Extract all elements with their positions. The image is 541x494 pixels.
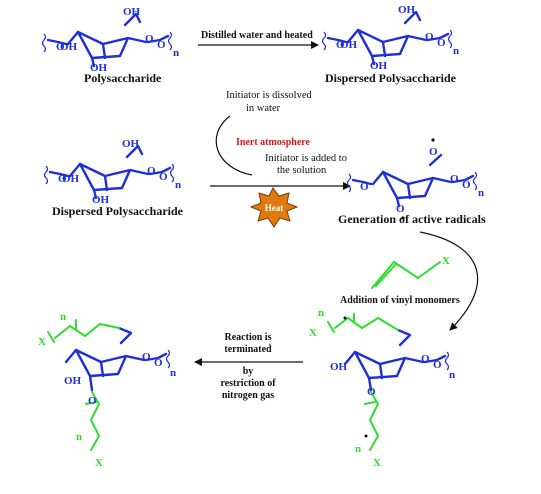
polysaccharide-wavy-bonds xyxy=(41,31,173,53)
o-label-right-3: O xyxy=(159,171,168,183)
terminated-line3: by xyxy=(243,366,254,377)
oh-label-left-3: OH xyxy=(62,173,80,185)
radical-dot-bottom xyxy=(401,216,405,220)
radical-wavy-bonds xyxy=(346,171,478,193)
n-label-graft-right-bottom: n xyxy=(355,443,361,455)
initiator-dissolved-line1: Initiator is dissolved xyxy=(226,90,312,101)
radical-dot-top xyxy=(431,138,435,142)
grafted-radical-wavy xyxy=(444,351,450,371)
x-label-monomer: X xyxy=(442,255,450,267)
oh-label-top-3: OH xyxy=(122,138,140,150)
o-label-right-1: O xyxy=(157,39,166,51)
o-label-left-2: O xyxy=(336,39,345,51)
oh-label-bottom-1: OH xyxy=(90,62,108,74)
oh-label-left-2: OH xyxy=(340,39,358,51)
ring-o-label-1: O xyxy=(145,33,154,45)
initiator-added-line1: Initiator is added to xyxy=(265,153,347,164)
terminated-line2: terminated xyxy=(224,344,272,355)
terminated-line1: Reaction is xyxy=(225,332,272,343)
grafted-radical-sugar xyxy=(343,328,447,392)
distilled-water-label: Distilled water and heated xyxy=(201,30,313,41)
arrow-add-monomer xyxy=(419,231,479,331)
n-subscript-6: n xyxy=(170,367,176,379)
initiator-dissolved-line2: in water xyxy=(246,103,281,114)
o-label-left-3: O xyxy=(58,173,67,185)
ring-o-label-6: O xyxy=(142,351,151,363)
oh-label-top-1: OH xyxy=(123,6,141,18)
addition-label: Addition of vinyl monomers xyxy=(340,295,460,306)
oh-label-bottom-3: OH xyxy=(92,194,110,206)
ring-o-label-5: O xyxy=(421,353,430,365)
graft-copolymer-wavy xyxy=(165,349,171,369)
oh-label-left-1: OH xyxy=(60,41,78,53)
dispersed-wavy-bonds xyxy=(321,29,453,51)
oh-label-top-2: OH xyxy=(398,4,416,16)
o-label-bottom-5: O xyxy=(367,386,376,398)
terminated-line4: restriction of xyxy=(220,378,276,389)
n-subscript-1: n xyxy=(173,47,179,59)
initiator-added-line2: the solution xyxy=(277,165,327,176)
polysaccharide-structure xyxy=(46,12,170,68)
x-label-graft-left-top: X xyxy=(38,336,46,348)
radical-structure xyxy=(351,153,475,208)
ring-o-label-2: O xyxy=(425,31,434,43)
graft-copolymer-chains xyxy=(47,319,120,451)
n-subscript-5: n xyxy=(449,369,455,381)
active-radicals-label: Generation of active radicals xyxy=(338,212,486,226)
ring-o-label-4: O xyxy=(450,173,459,185)
ring-o-label-3: O xyxy=(147,165,156,177)
inert-atmosphere-label: Inert atmosphere xyxy=(236,137,311,148)
n-label-graft-left-bottom: n xyxy=(76,431,82,443)
n-label-graft-left-top: n xyxy=(60,311,66,323)
oh-label-bottom-2: OH xyxy=(370,60,388,72)
o-label-right-4: O xyxy=(462,179,471,191)
polysaccharide-label: Polysaccharide xyxy=(84,71,162,85)
heat-label: Heat xyxy=(265,203,284,213)
n-subscript-4: n xyxy=(478,187,484,199)
n-label-graft-right-top: n xyxy=(318,307,324,319)
curved-arrow-initiator xyxy=(215,115,253,176)
terminated-line5: nitrogen gas xyxy=(222,390,274,401)
n-subscript-2: n xyxy=(453,45,459,57)
graft-copolymer-sugar xyxy=(64,326,168,392)
oh-label-graft-left: OH xyxy=(64,375,82,387)
o-label-bottom-6: O xyxy=(88,395,97,407)
x-label-graft-left-bottom: X xyxy=(95,457,103,469)
vinyl-monomer-structure xyxy=(371,260,441,289)
n-subscript-3: n xyxy=(175,179,181,191)
heat-star-icon xyxy=(249,187,299,228)
dispersed-wavy-bonds-2 xyxy=(43,163,175,185)
radical-dot-graft-bottom xyxy=(364,434,368,438)
dispersed-polysaccharide-structure-2 xyxy=(48,144,172,200)
oh-label-graft-right: OH xyxy=(330,361,348,373)
o-label-right-5: O xyxy=(433,359,442,371)
o-radical-bottom: O xyxy=(396,203,405,215)
x-label-graft-right-top: X xyxy=(309,327,317,339)
grafted-radical-chains xyxy=(327,313,399,451)
o-label-right-6: O xyxy=(154,357,163,369)
radical-dot-graft-top xyxy=(343,316,347,320)
o-radical-left: O xyxy=(360,181,369,193)
dispersed-polysaccharide-label-top: Dispersed Polysaccharide xyxy=(325,71,457,85)
o-radical-top: O xyxy=(429,146,438,158)
dispersed-polysaccharide-structure xyxy=(326,10,450,66)
dispersed-polysaccharide-label-left: Dispersed Polysaccharide xyxy=(52,204,184,218)
o-label-left-1: O xyxy=(56,41,65,53)
o-label-right-2: O xyxy=(437,37,446,49)
x-label-graft-right-bottom: X xyxy=(373,457,381,469)
